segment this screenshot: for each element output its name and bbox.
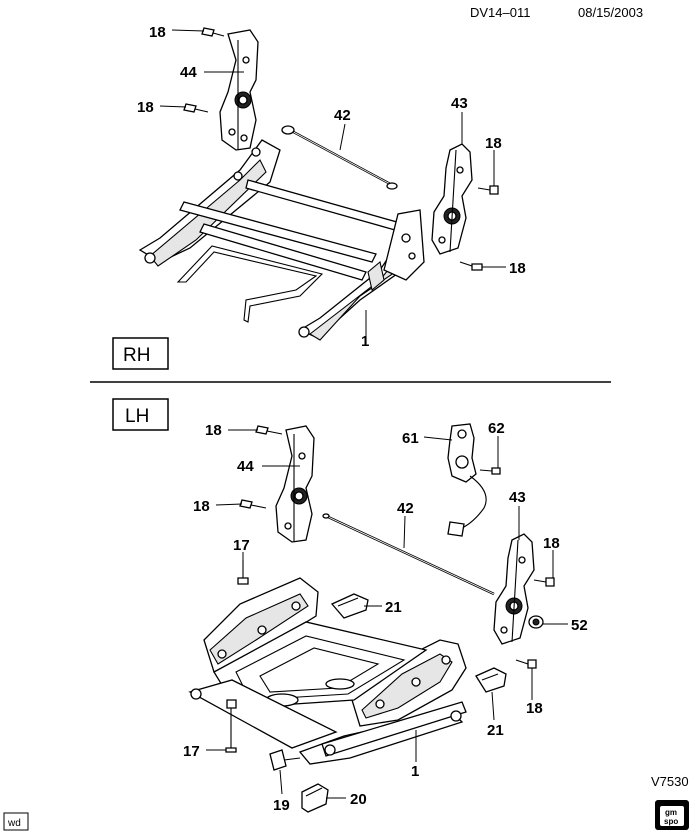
- lh-label-box: [112, 398, 169, 431]
- callout-rh-18-d: 18: [509, 260, 526, 277]
- callout-lh-44: 44: [237, 458, 254, 475]
- lh-rod-42: [322, 513, 495, 596]
- doc-date: 08/15/2003: [578, 5, 643, 20]
- lh-washer-52: [528, 615, 544, 629]
- callout-lh-18-c: 18: [543, 535, 560, 552]
- callout-lh-19: 19: [273, 797, 290, 814]
- lh-bolt-18-a: [255, 425, 283, 435]
- callout-rh-18-c: 18: [485, 135, 502, 152]
- rh-label-box: [112, 337, 169, 370]
- lh-recliner-43: [493, 533, 535, 645]
- callout-lh-43: 43: [509, 489, 526, 506]
- callout-lh-42: 42: [397, 500, 414, 517]
- callout-lh-17-a: 17: [233, 537, 250, 554]
- callout-lh-18-b: 18: [193, 498, 210, 515]
- doc-id: DV14–011: [470, 5, 530, 20]
- lh-bolt-18-d: [515, 659, 537, 669]
- callout-rh-42: 42: [334, 107, 351, 124]
- lh-cover-20: [301, 783, 329, 813]
- lh-cover-21-a: [330, 593, 369, 619]
- callout-lh-62: 62: [488, 420, 505, 437]
- rh-recliner-43: [431, 143, 473, 255]
- gm-spo-logo: gm spo: [655, 800, 689, 830]
- callout-lh-18-d: 18: [526, 700, 543, 717]
- lh-motor-61: [447, 423, 487, 537]
- callout-lh-17-b: 17: [183, 743, 200, 760]
- callout-lh-20: 20: [350, 791, 367, 808]
- rh-bolt-18-c: [477, 185, 499, 195]
- lh-bolt-17-a: [237, 560, 249, 585]
- rh-section: 18 44 18 42 43 18 18 1 RH: [112, 24, 526, 370]
- lh-section: LH: [112, 398, 588, 814]
- callout-lh-18-a: 18: [205, 422, 222, 439]
- callout-lh-21-b: 21: [487, 722, 504, 739]
- rh-label: RH: [123, 345, 150, 366]
- lh-bolt-18-b: [239, 499, 267, 509]
- lh-bolt-19: [269, 749, 301, 771]
- lh-screw-62: [479, 467, 501, 475]
- callout-lh-21-a: 21: [385, 599, 402, 616]
- rh-bolt-18-b: [183, 103, 209, 113]
- callout-rh-44: 44: [180, 64, 197, 81]
- callout-rh-18-a: 18: [149, 24, 166, 41]
- figure-code: V7530: [651, 774, 689, 789]
- rh-bolt-18-a: [201, 27, 225, 37]
- callout-rh-43: 43: [451, 95, 468, 112]
- callout-lh-61: 61: [402, 430, 419, 447]
- svg-text:spo: spo: [664, 817, 678, 826]
- callout-lh-52: 52: [571, 617, 588, 634]
- callout-rh-18-b: 18: [137, 99, 154, 116]
- lh-bolt-18-c: [533, 577, 555, 587]
- lh-seat-frame-1: [188, 577, 467, 765]
- lh-bolt-17-b: [225, 699, 237, 753]
- callout-lh-1: 1: [411, 763, 419, 780]
- rh-seat-frame-1: [138, 139, 425, 341]
- svg-text:gm: gm: [665, 808, 677, 817]
- rh-rod-42: [281, 125, 398, 190]
- lh-recliner-44: [275, 425, 315, 543]
- callout-rh-1: 1: [361, 333, 369, 350]
- rh-recliner-44: [219, 29, 259, 151]
- wd-box: [3, 812, 29, 831]
- lh-label: LH: [125, 406, 149, 427]
- lh-cover-21-b: [475, 667, 507, 693]
- wd-label: wd: [7, 818, 21, 829]
- rh-bolt-18-d: [459, 261, 483, 271]
